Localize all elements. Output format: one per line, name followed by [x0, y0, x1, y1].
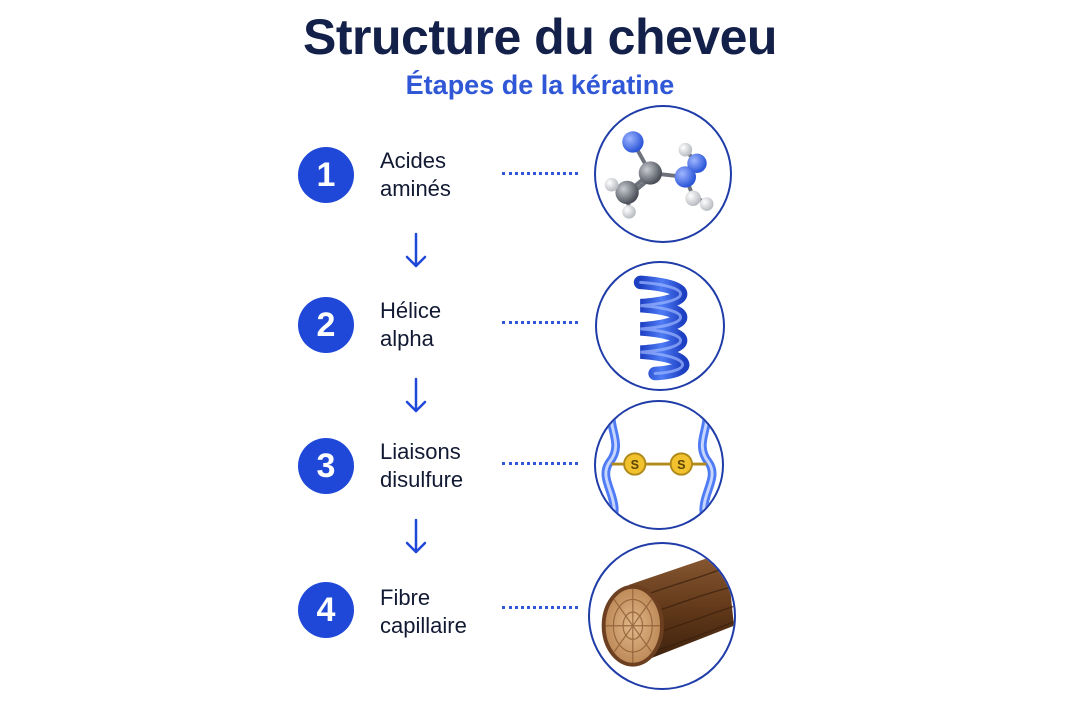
step-label-line2: capillaire [380, 613, 467, 638]
down-arrow-icon [404, 377, 428, 415]
step-amino-acids: 1 Acides aminés [0, 103, 1080, 253]
disulfide-bond-icon: S S [594, 400, 724, 530]
step-number-badge: 2 [298, 297, 354, 353]
page-title: Structure du cheveu [303, 9, 777, 65]
step-number-badge: 3 [298, 438, 354, 494]
dotted-connector [502, 172, 578, 175]
step-alpha-helix: 2 Hélice alpha [0, 255, 1080, 405]
step-number-badge: 4 [298, 582, 354, 638]
step-label-line1: Acides [380, 148, 447, 173]
step-disulfide-bonds: 3 Liaisons disulfure S S [0, 398, 1080, 548]
step-label: Fibre capillaire [380, 584, 500, 640]
dotted-connector [502, 462, 578, 465]
step-label: Acides aminés [380, 147, 500, 203]
step-hair-fiber: 4 Fibre capillaire [0, 540, 1080, 690]
step-label-line1: Fibre [380, 585, 431, 610]
step-label-line2: disulfure [380, 467, 464, 492]
dotted-connector [502, 606, 578, 609]
step-number-badge: 1 [298, 147, 354, 203]
dotted-connector [502, 321, 578, 324]
sulfur-atom-label: S [677, 458, 685, 472]
page-subtitle: Étapes de la kératine [405, 70, 675, 100]
step-label-line1: Hélice [380, 298, 442, 323]
alpha-helix-icon [595, 261, 725, 391]
step-label-line2: aminés [380, 176, 451, 201]
sulfur-atom-label: S [631, 458, 639, 472]
down-arrow-icon [404, 232, 428, 270]
step-label: Hélice alpha [380, 297, 500, 353]
down-arrow-icon [404, 518, 428, 556]
hair-fiber-icon [588, 542, 736, 690]
step-label-line2: alpha [380, 326, 434, 351]
step-label-line1: Liaisons [380, 439, 461, 464]
step-label: Liaisons disulfure [380, 438, 500, 494]
amino-acid-molecule-icon [594, 105, 732, 243]
